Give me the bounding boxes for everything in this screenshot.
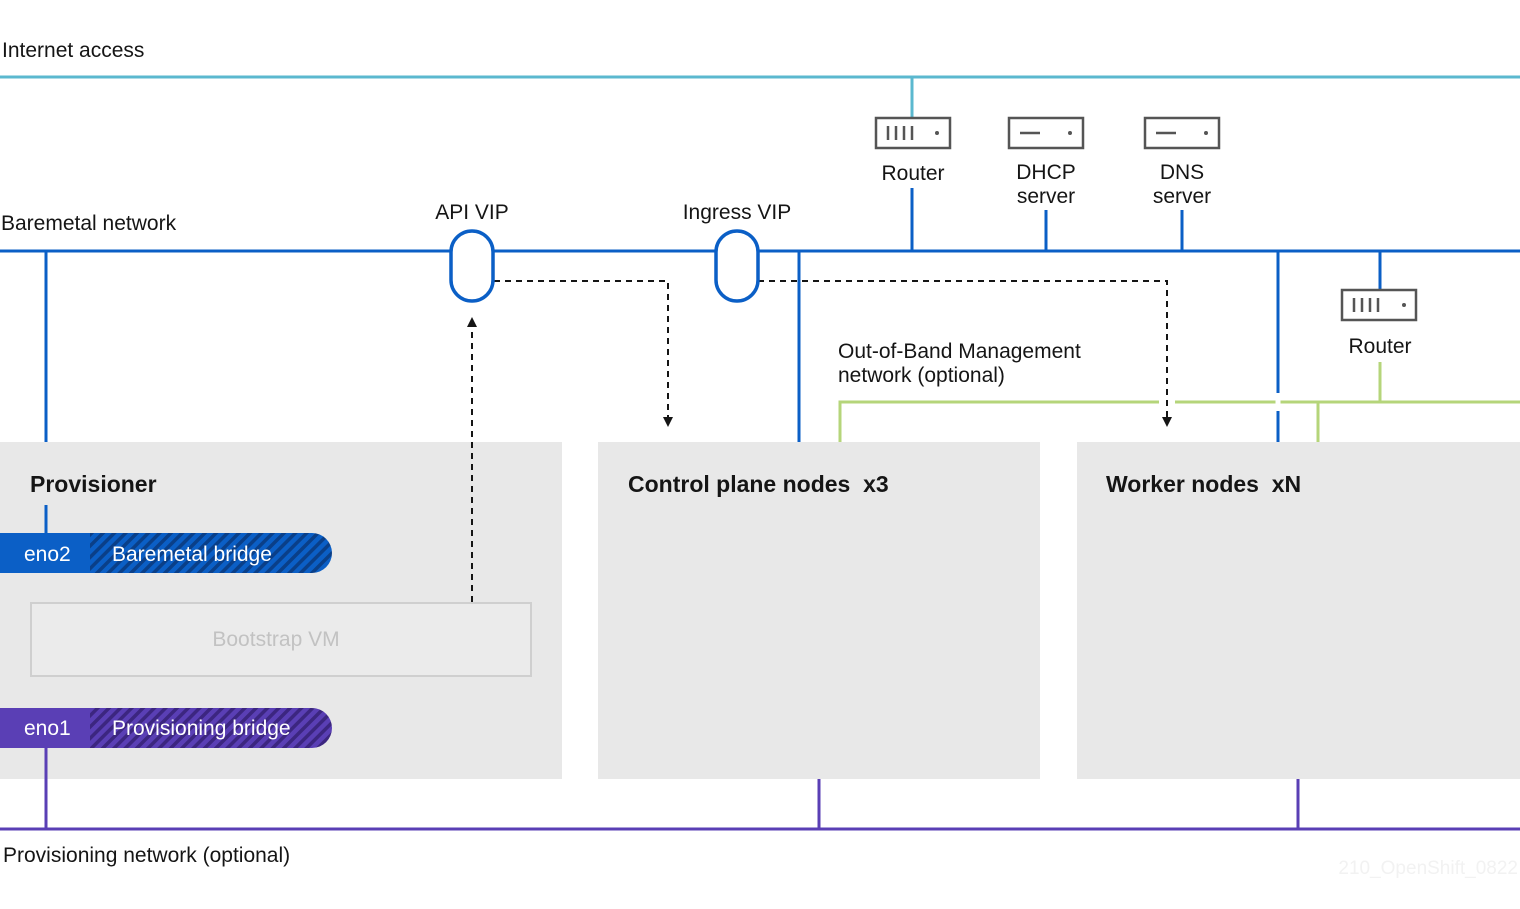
provisioning-bridge-label: Provisioning bridge: [112, 717, 291, 740]
ingress-vip-to-workers-arrow: [758, 280, 1172, 427]
provisioning-bridge-hatch: [90, 708, 332, 748]
api-vip-to-control-plane-arrow: [494, 280, 673, 427]
server-icon: [1007, 116, 1085, 150]
bootstrap-vm-box: [30, 602, 532, 677]
api-vip-label: API VIP: [435, 201, 509, 224]
control-plane-title: Control plane nodes x3: [628, 471, 889, 497]
dhcp-label-line1: DHCP: [1016, 161, 1076, 184]
router-icon: [874, 116, 952, 150]
watermark: 210_OpenShift_0822: [1338, 858, 1518, 879]
oob-network-label-line2: network (optional): [838, 364, 1005, 387]
dns-label-line1: DNS: [1160, 161, 1204, 184]
baremetal-network-label: Baremetal network: [1, 212, 177, 235]
control-plane-box: [598, 442, 1040, 779]
provisioning-network-label: Provisioning network (optional): [3, 844, 290, 867]
baremetal-bridge: [0, 533, 90, 573]
workers-box: [1077, 442, 1520, 779]
oob-network-line: [838, 400, 1159, 442]
baremetal-bridge-hatch: [90, 533, 332, 573]
provisioning-bridge: [0, 708, 90, 748]
eno2-label: eno2: [24, 543, 71, 566]
workers-title: Worker nodes xN: [1106, 471, 1301, 497]
router-icon: [1340, 288, 1418, 322]
server-icon: [1143, 116, 1221, 150]
router-right-label: Router: [1348, 335, 1411, 358]
api-vip-node: [449, 229, 495, 303]
eno1-label: eno1: [24, 717, 71, 740]
internet-network-label: Internet access: [2, 39, 144, 62]
baremetal-bridge-label: Baremetal bridge: [112, 543, 272, 566]
oob-network-label-line1: Out-of-Band Management: [838, 340, 1081, 363]
dhcp-label-line2: server: [1017, 185, 1075, 208]
ingress-vip-node: [714, 229, 760, 303]
router-top-label: Router: [881, 162, 944, 185]
dns-label-line2: server: [1153, 185, 1211, 208]
bootstrap-vm-label: Bootstrap VM: [212, 628, 339, 651]
provisioner-title: Provisioner: [30, 471, 157, 497]
ingress-vip-label: Ingress VIP: [683, 201, 792, 224]
